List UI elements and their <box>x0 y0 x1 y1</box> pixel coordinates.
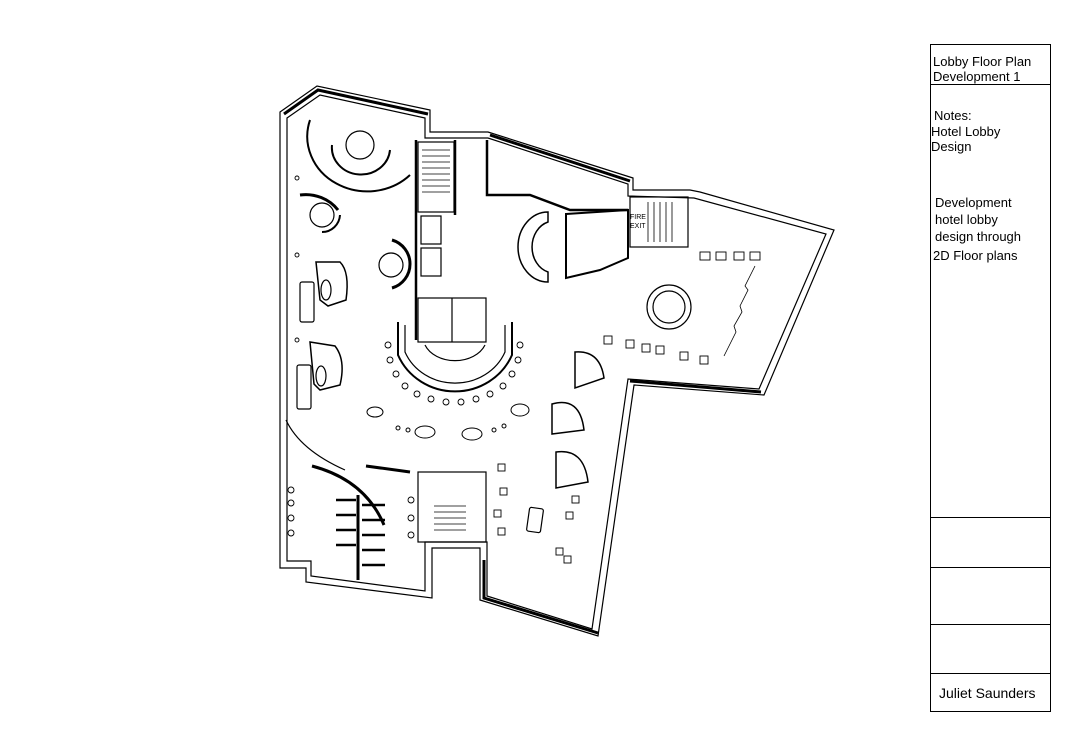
notes-heading: Notes: <box>934 108 972 123</box>
curved-partition <box>311 464 386 526</box>
columns <box>287 175 415 539</box>
lounge-chairs <box>603 251 761 365</box>
stair-treads-top <box>422 149 450 193</box>
round-booth-arc <box>299 193 340 211</box>
seating-pod <box>551 401 585 435</box>
round-booth-seat <box>330 144 391 176</box>
coffee-table <box>315 365 327 387</box>
notes-subject: Hotel Lobby Design <box>931 124 1001 154</box>
seating-pod <box>574 351 605 390</box>
title-block: Lobby Floor Plan Development 1 Notes: Ho… <box>930 44 1051 712</box>
round-booth-arc <box>391 238 412 290</box>
curved-partition <box>365 464 411 474</box>
stair-treads-bottom <box>434 505 466 531</box>
feature-wall <box>565 208 629 280</box>
bar-counter <box>397 322 513 393</box>
round-booth-screen <box>306 119 411 193</box>
stair-core-top <box>417 141 455 213</box>
reception-desk <box>517 211 549 283</box>
wall-segment <box>283 88 429 116</box>
curved-partition <box>285 419 346 471</box>
title-block-title-cell: Lobby Floor Plan Development 1 <box>931 45 1050 85</box>
author-name: Juliet Saunders <box>939 685 1036 701</box>
bar-back <box>424 344 486 362</box>
title-block-notes-cell: Notes: Hotel Lobby Design Development ho… <box>931 85 1050 518</box>
fire-exit-stair <box>629 196 689 248</box>
cafe-tables <box>366 403 530 441</box>
round-table <box>378 252 404 278</box>
coffee-table <box>526 506 544 534</box>
round-feature-inner <box>652 290 686 324</box>
round-table <box>309 202 335 228</box>
title-block-blank-cell-3 <box>931 625 1050 674</box>
core-wall <box>485 140 628 212</box>
round-feature <box>646 284 692 330</box>
sofa <box>309 341 343 391</box>
title-block-blank-cell-2 <box>931 568 1050 625</box>
notes-description-last: 2D Floor plans <box>933 248 1018 263</box>
sofa <box>299 281 315 323</box>
lift-shaft <box>420 247 442 277</box>
round-booth-table <box>345 130 375 160</box>
lounge-chairs-bottom <box>493 463 580 564</box>
wall-segment <box>489 133 631 183</box>
fire-exit-stair-treads <box>647 202 673 242</box>
bar-counter-inner <box>404 325 506 384</box>
coffee-table <box>320 279 332 301</box>
lift-shaft <box>420 215 442 245</box>
inner-wall-outline <box>286 94 827 630</box>
seating-pod <box>555 450 589 489</box>
stair-core-bottom <box>417 471 487 543</box>
wall-segment <box>482 560 599 635</box>
title-block-blank-cell-1 <box>931 518 1050 568</box>
sofa <box>315 261 348 307</box>
wall-segment <box>629 379 762 394</box>
notes-description: Development hotel lobby design through <box>935 195 1022 244</box>
window-detail <box>723 265 756 357</box>
drawing-title: Lobby Floor Plan Development 1 <box>933 54 1032 84</box>
sofa <box>296 364 312 410</box>
bar-stools <box>384 341 524 406</box>
outer-wall-outline <box>279 85 835 637</box>
fire-exit-label: FIRE EXIT <box>630 214 648 230</box>
title-block-author-cell: Juliet Saunders <box>931 674 1050 711</box>
round-booth-seat <box>321 214 341 234</box>
washroom-cubicles <box>336 498 385 567</box>
